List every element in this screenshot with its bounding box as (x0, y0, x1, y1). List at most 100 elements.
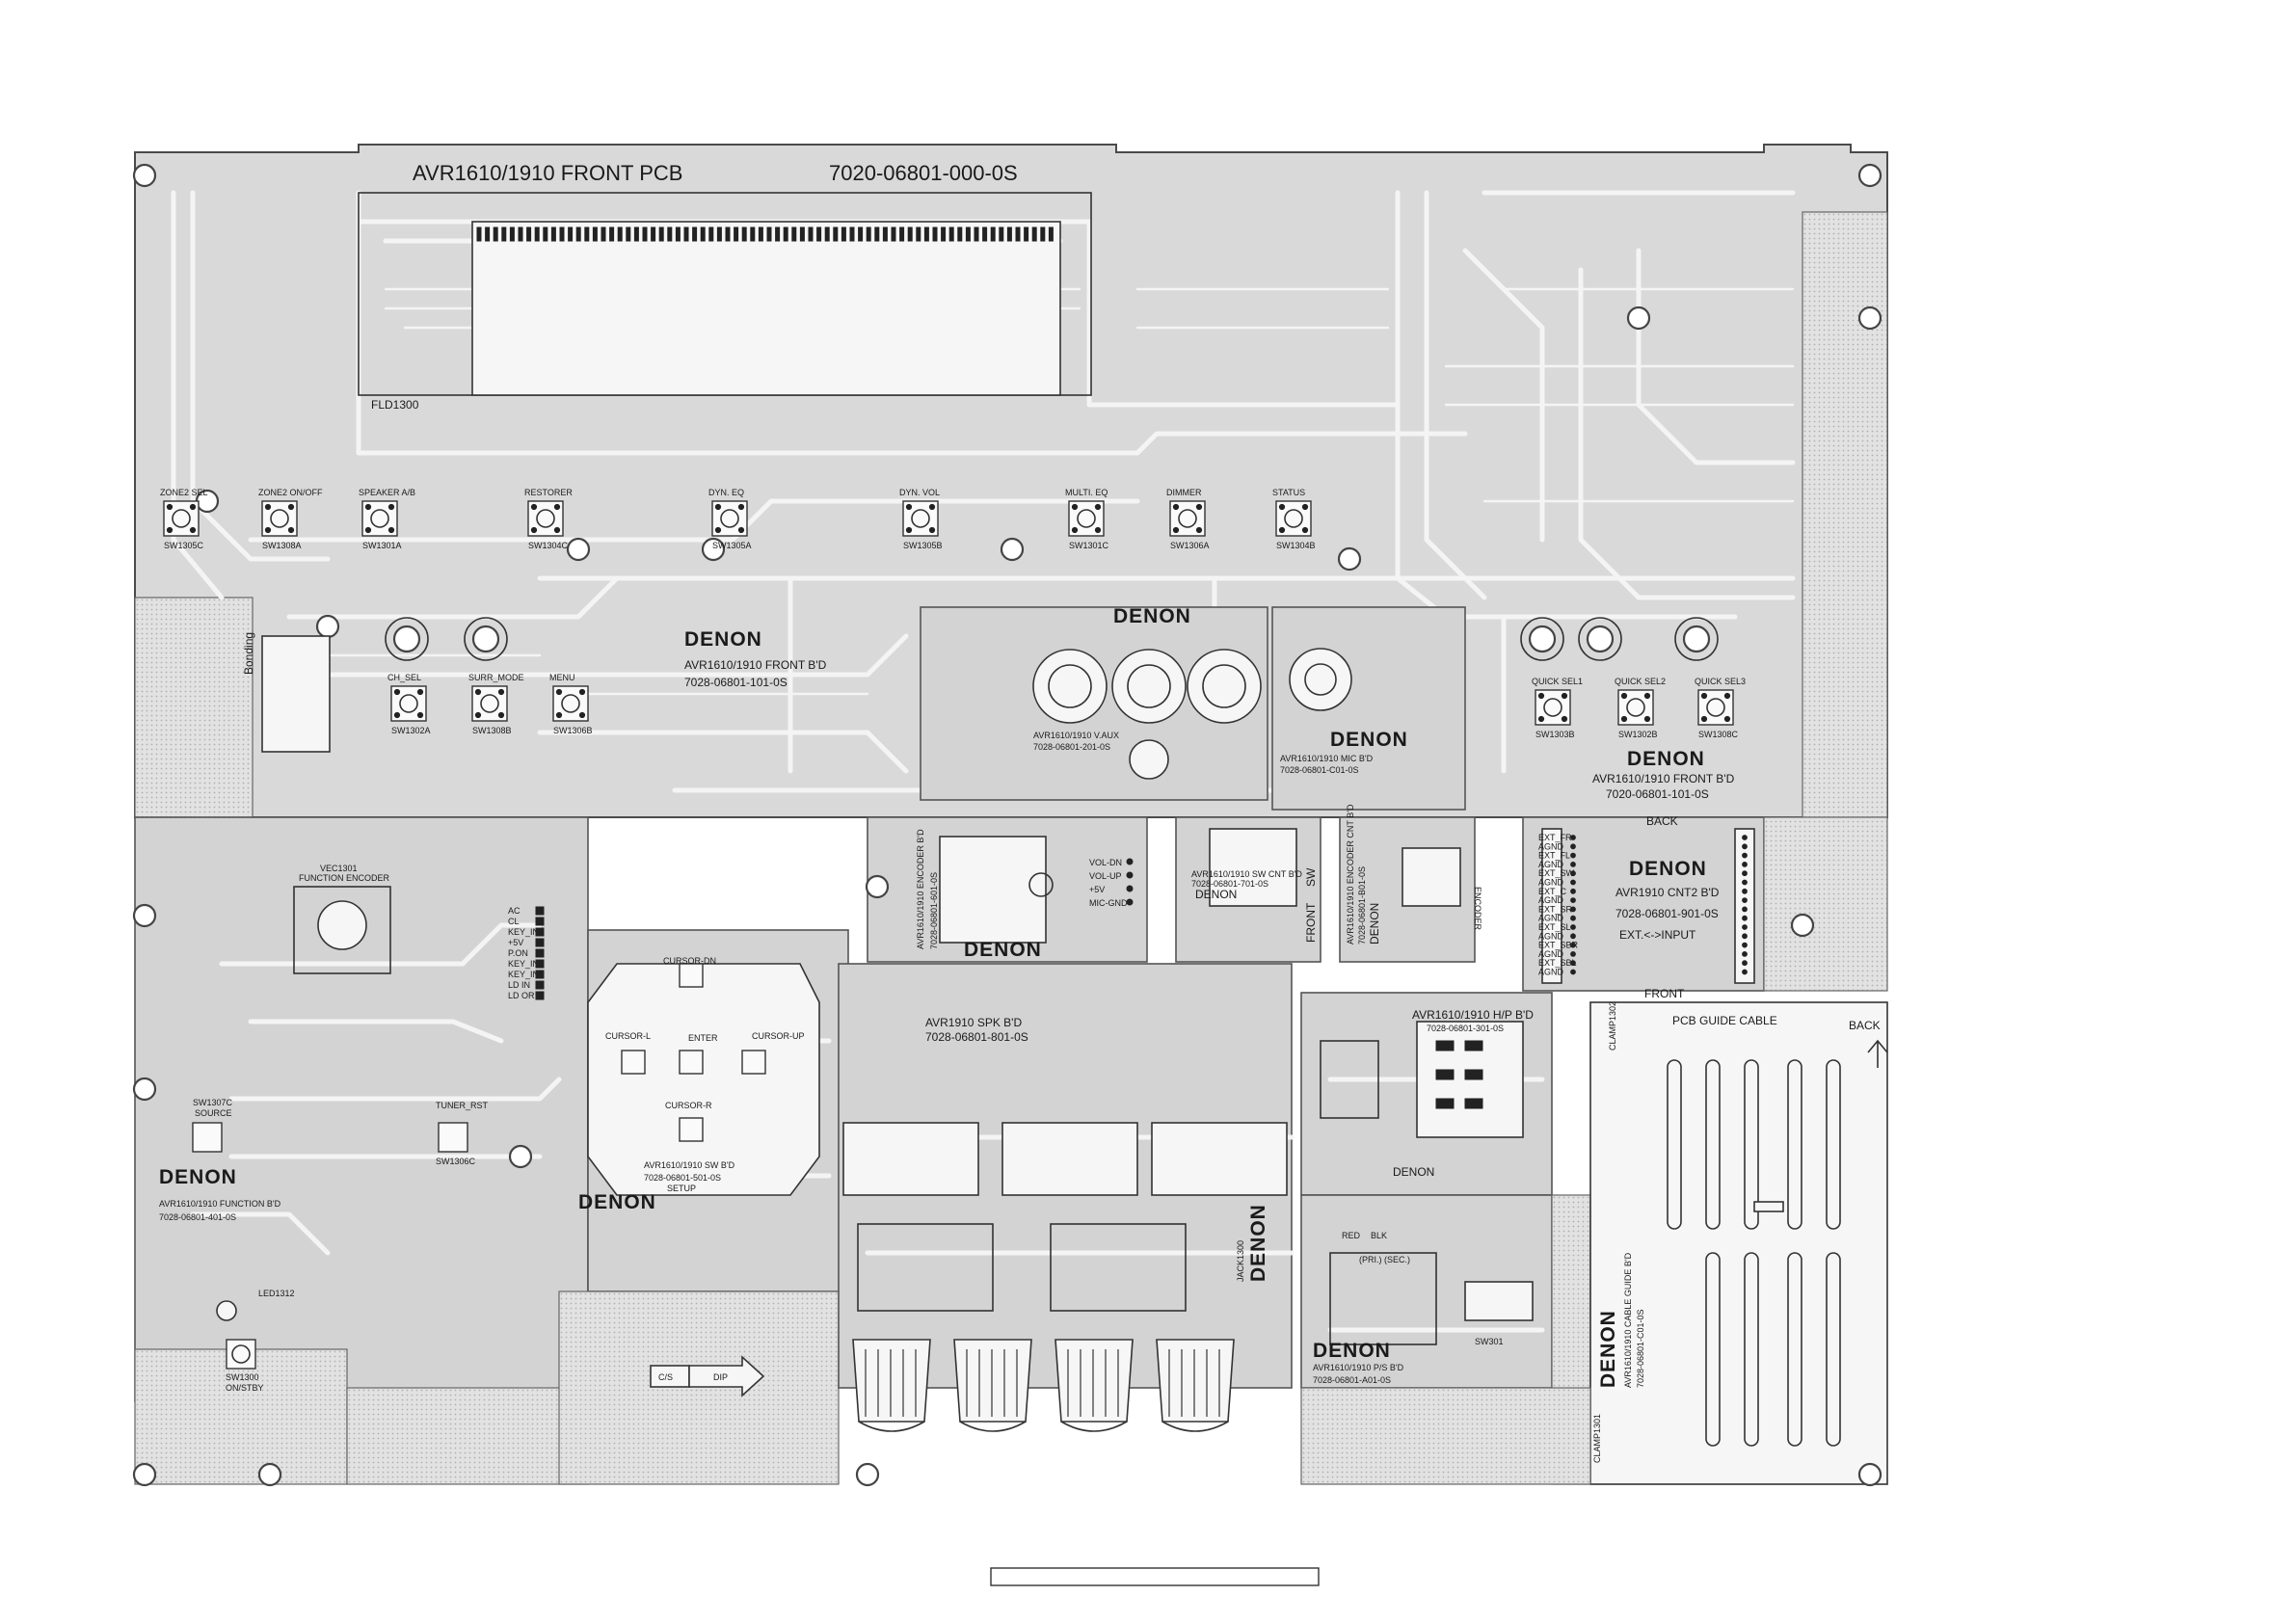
ps-board-code: 7028-06801-A01-0S (1313, 1375, 1391, 1385)
button-actuator[interactable] (1706, 698, 1725, 717)
cnt2-pin (1570, 835, 1576, 840)
button-actuator[interactable] (399, 694, 418, 713)
fld-pin (1024, 226, 1029, 242)
function-pin (535, 980, 545, 990)
bonding-label: Bonding (242, 632, 255, 675)
fld-pin (642, 226, 648, 242)
fld-pin (775, 226, 781, 242)
button-actuator[interactable] (172, 509, 191, 528)
function-encoder-label: FUNCTION ENCODER (299, 873, 389, 883)
cnt2-pin (1570, 951, 1576, 957)
button-pin (1643, 692, 1651, 700)
cable-guide-board-name: AVR1610/1910 CABLE GUIDE B'D (1623, 1252, 1633, 1388)
cnt2-pin-label: EXT_FL (1538, 851, 1570, 861)
back-arrow (1867, 1039, 1888, 1068)
cable-guide-board (1589, 1001, 1888, 1485)
hp-board-name: AVR1610/1910 H/P B'D (1412, 1008, 1534, 1022)
button-actuator[interactable] (1543, 698, 1562, 717)
cnt2-pin-label: EXT_FR (1538, 833, 1572, 842)
fld-pin (493, 226, 498, 242)
clamp1301-label: CLAMP1301 (1592, 1414, 1602, 1463)
button-pin (497, 688, 505, 696)
function-pin (535, 970, 545, 979)
part-number: 7020-06801-000-0S (829, 161, 1018, 185)
button-actuator[interactable] (911, 509, 930, 528)
sw1306c-label: SW1306C (436, 1157, 476, 1166)
speaker-terminal-knob (953, 1339, 1032, 1432)
button-pin (553, 503, 561, 511)
button-actuator[interactable] (561, 694, 580, 713)
front-board-name: AVR1610/1910 FRONT B'D (684, 658, 827, 672)
encoder-pin-label: MIC-GND (1089, 898, 1128, 908)
cable-guide-slot (1705, 1252, 1721, 1447)
mic-board-name: AVR1610/1910 MIC B'D (1280, 754, 1374, 763)
fld-pin (758, 226, 763, 242)
dip-arrow (688, 1355, 765, 1397)
cnt2-pin (1742, 888, 1748, 894)
cnt2-pin (1570, 888, 1576, 894)
mounting-hole (1857, 163, 1882, 188)
button-pin (1301, 503, 1309, 511)
button-actuator[interactable] (1626, 698, 1645, 717)
button-actuator[interactable] (1077, 509, 1096, 528)
mounting-hole (1337, 546, 1362, 572)
button-pin (287, 503, 295, 511)
button-pin (166, 503, 174, 511)
button-pin (264, 503, 272, 511)
cnt2-pin (1742, 879, 1748, 886)
cnt2-pin-label: EXT_SR (1538, 904, 1573, 914)
button-actuator[interactable] (480, 694, 499, 713)
fld-pin (982, 226, 988, 242)
button-ref: SW1306B (553, 726, 593, 735)
front-brand: DENON (684, 628, 762, 651)
button-actuator[interactable] (370, 509, 389, 528)
fld-pin (692, 226, 698, 242)
sw-brand: DENON (578, 1191, 656, 1213)
fld-pin (833, 226, 839, 242)
button-actuator[interactable] (1284, 509, 1303, 528)
button-pin (287, 526, 295, 534)
encoder-pads (385, 617, 1719, 661)
fld-pin (716, 226, 722, 242)
button-pin (1537, 715, 1545, 723)
on-standby-button[interactable] (226, 1339, 256, 1370)
button-actuator[interactable] (270, 509, 289, 528)
encoder-pin (1126, 885, 1134, 892)
button-ref: SW1306A (1170, 541, 1210, 550)
button-pin (928, 503, 936, 511)
fld-pin (1040, 226, 1046, 242)
button-actuator[interactable] (720, 509, 739, 528)
function-pin-label: KEY_IN1 (508, 959, 544, 969)
cnt2-pin (1742, 969, 1748, 975)
cnt2-pin-label: EXT_SW (1538, 868, 1575, 878)
cnt2-pin (1742, 897, 1748, 903)
button-ref: SW1302B (1618, 730, 1658, 739)
encoder-pin (1126, 858, 1134, 865)
cnt2-pin (1742, 924, 1748, 930)
fld-pin (866, 226, 871, 242)
cursor-up-label: CURSOR-UP (752, 1031, 805, 1041)
button-label: RESTORER (524, 488, 573, 497)
button-actuator[interactable] (536, 509, 555, 528)
bottom-title-strip (990, 1567, 1320, 1586)
button-pin (1620, 692, 1628, 700)
button-pin (364, 503, 372, 511)
fld-pin (725, 226, 731, 242)
button-pin (1172, 503, 1180, 511)
button-actuator[interactable] (1178, 509, 1197, 528)
